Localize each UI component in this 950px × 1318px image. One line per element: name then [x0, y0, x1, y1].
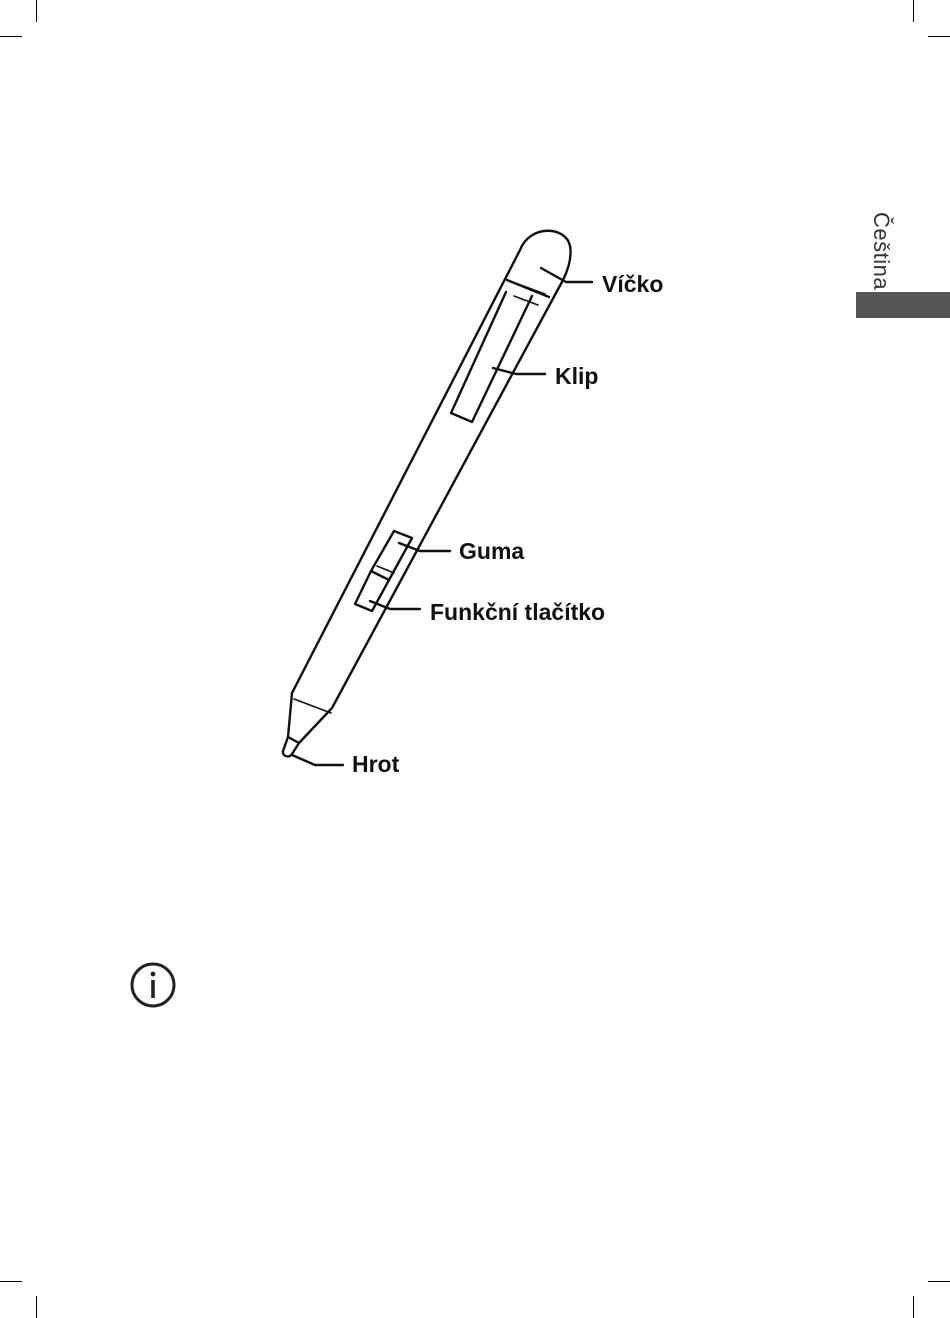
tip-cone	[288, 693, 332, 743]
tip-label: Hrot	[352, 751, 399, 778]
leader-line	[292, 755, 343, 765]
cap-label: Víčko	[602, 271, 663, 298]
clip-label: Klip	[555, 363, 598, 390]
function-button-label: Funkční tlačítko	[430, 599, 605, 626]
info-icon	[128, 960, 178, 1010]
leader-line	[493, 368, 545, 374]
eraser-label: Guma	[459, 538, 524, 565]
clip	[451, 292, 532, 422]
